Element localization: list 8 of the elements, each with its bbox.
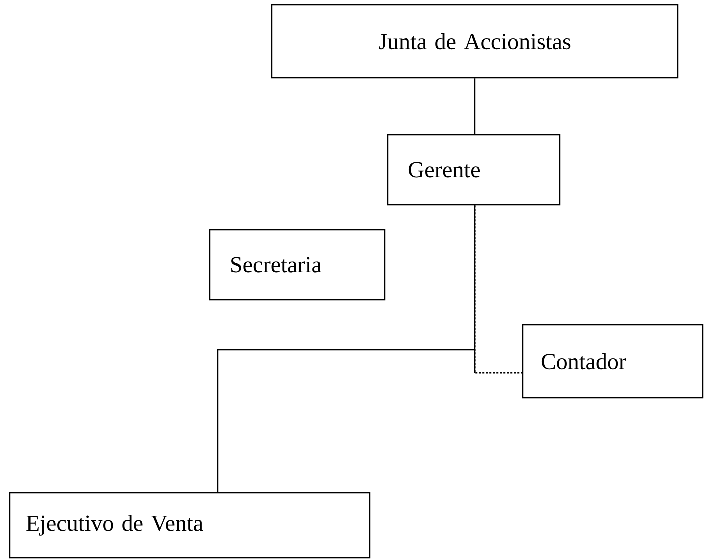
org-box: Secretaria: [209, 229, 386, 301]
org-box: Junta de Accionistas: [271, 4, 679, 79]
org-box: Contador: [522, 324, 704, 399]
connector-line: [474, 206, 522, 374]
connector-line: [474, 78, 476, 134]
org-box: Gerente: [387, 134, 561, 206]
connector-line: [217, 206, 476, 492]
org-box: Ejecutivo de Venta: [9, 492, 371, 559]
